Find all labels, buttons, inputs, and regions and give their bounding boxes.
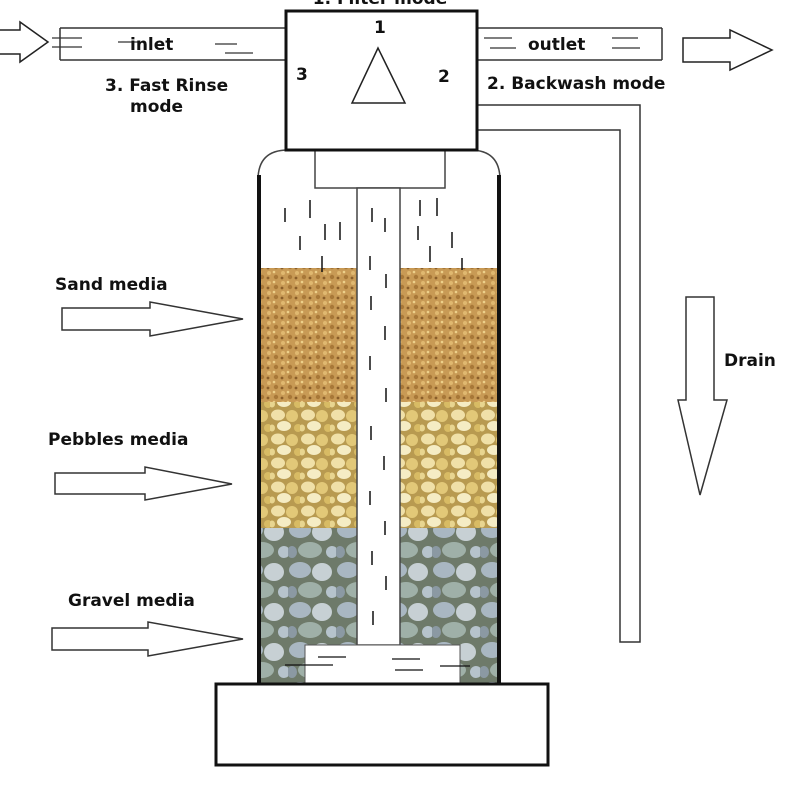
valve-port-3: 3	[296, 65, 308, 85]
drain-arrow-icon	[677, 296, 728, 496]
control-valve	[284, 9, 479, 152]
outlet-label: outlet	[528, 35, 585, 55]
inlet-flow-arrow-icon	[0, 20, 50, 64]
downflow-arrows	[284, 198, 463, 272]
upflow-arrows	[369, 208, 387, 625]
pebbles-pointer-arrow-icon	[54, 466, 233, 501]
center-riser-tube	[356, 187, 401, 646]
tank-collar	[314, 149, 446, 189]
sand-pointer-arrow-icon	[61, 301, 244, 337]
drain-label: Drain	[724, 351, 776, 371]
inlet-pipe	[52, 27, 285, 61]
tank-base	[214, 682, 550, 767]
filter-mode-label: 1. Filter mode	[313, 0, 448, 9]
inlet-label: inlet	[130, 35, 173, 55]
outlet-pipe	[478, 27, 663, 61]
fast-rinse-label-line1: 3. Fast Rinse	[105, 76, 228, 96]
sand-media-label: Sand media	[55, 275, 168, 295]
drain-pipe	[478, 104, 641, 643]
gravel-pointer-arrow-icon	[51, 621, 244, 657]
outlet-flow-arrow-icon	[682, 28, 774, 72]
valve-selector-icon	[350, 46, 407, 104]
backwash-label: 2. Backwash mode	[487, 74, 665, 94]
fast-rinse-label-line2: mode	[130, 97, 183, 117]
pebbles-media-label: Pebbles media	[48, 430, 188, 450]
gravel-media-label: Gravel media	[68, 591, 195, 611]
distributor-arrows	[285, 656, 470, 671]
valve-port-2: 2	[438, 67, 450, 87]
bottom-distributor	[304, 644, 461, 684]
valve-port-1: 1	[374, 18, 386, 38]
